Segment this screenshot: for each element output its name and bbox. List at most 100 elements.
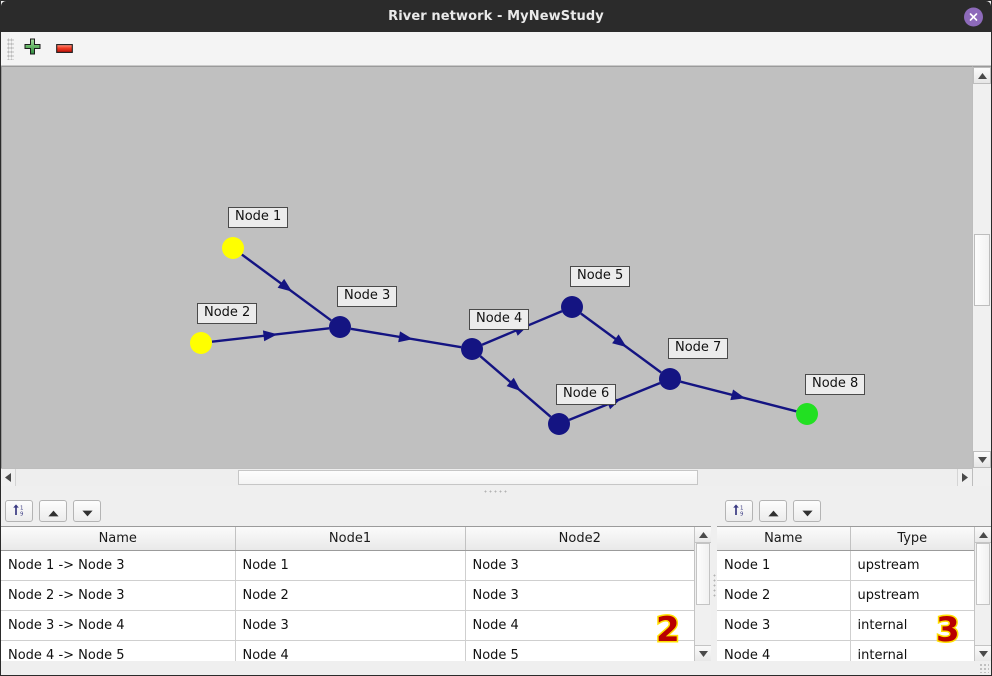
reaches-sort-button[interactable]: 1 9 [5, 500, 33, 522]
nodes-cell[interactable]: upstream [850, 550, 974, 581]
nodes-cell[interactable]: internal [850, 610, 974, 641]
graph-node-n8[interactable] [796, 403, 818, 425]
graph-node-label-n1[interactable]: Node 1 [228, 207, 289, 228]
delete-node-button[interactable] [51, 36, 77, 62]
reaches-column-header[interactable]: Name [1, 527, 236, 551]
graph-vscroll-track[interactable] [973, 84, 991, 451]
graph-node-label-n6[interactable]: Node 6 [556, 384, 617, 405]
graph-node-n6[interactable] [548, 413, 570, 435]
reaches-cell[interactable]: Node 2 -> Node 3 [1, 580, 236, 611]
reaches-vscroll-thumb[interactable] [696, 543, 710, 605]
reaches-cell[interactable]: Node 4 [235, 640, 466, 661]
reaches-vertical-scrollbar[interactable] [694, 527, 711, 661]
add-node-button[interactable] [19, 36, 45, 62]
reaches-column-header[interactable]: Node2 [465, 527, 694, 551]
edge-direction-arrow-icon [398, 331, 413, 343]
reaches-scroll-up-icon[interactable] [695, 527, 711, 543]
reaches-cell[interactable]: Node 4 [465, 610, 694, 641]
sort-ascending-icon: 1 9 [732, 502, 746, 521]
nodes-column-header[interactable]: Type [850, 527, 974, 551]
graph-node-label-n8[interactable]: Node 8 [805, 374, 866, 395]
graph-vertical-scrollbar[interactable] [972, 66, 991, 468]
nodes-move-down-button[interactable] [793, 500, 821, 522]
scroll-left-icon[interactable] [1, 469, 16, 486]
scroll-right-icon[interactable] [957, 469, 972, 486]
nodes-move-up-button[interactable] [759, 500, 787, 522]
nodes-cell[interactable]: Node 3 [717, 610, 851, 641]
nodes-pane: 1 9 [717, 496, 991, 675]
graph-node-n3[interactable] [329, 316, 351, 338]
window-title: River network - MyNewStudy [388, 9, 604, 24]
graph-node-label-n2[interactable]: Node 2 [197, 303, 258, 324]
graph-node-n4[interactable] [461, 338, 483, 360]
reaches-column-header[interactable]: Node1 [235, 527, 466, 551]
reaches-move-down-button[interactable] [73, 500, 101, 522]
reaches-cell[interactable]: Node 3 [235, 610, 466, 641]
graph-node-n7[interactable] [659, 368, 681, 390]
move-up-icon [47, 502, 59, 521]
graph-node-label-n5[interactable]: Node 5 [570, 266, 631, 287]
reaches-scroll-down-icon[interactable] [695, 645, 711, 661]
graph-vscroll-thumb[interactable] [974, 234, 990, 306]
graph-node-n5[interactable] [561, 296, 583, 318]
nodes-cell[interactable]: Node 4 [717, 640, 851, 661]
nodes-vscroll-thumb[interactable] [976, 543, 990, 605]
nodes-toolbar: 1 9 [717, 496, 991, 526]
graph-node-label-n4[interactable]: Node 4 [469, 309, 530, 330]
nodes-vertical-scrollbar[interactable] [974, 527, 991, 661]
scroll-down-icon[interactable] [973, 451, 991, 468]
nodes-cell[interactable]: internal [850, 640, 974, 661]
toolbar-drag-handle[interactable] [7, 37, 14, 60]
vertical-splitter[interactable] [711, 496, 717, 675]
edge-direction-arrow-icon [612, 334, 627, 348]
reaches-vscroll-track[interactable] [695, 543, 711, 645]
reaches-cell[interactable]: Node 3 [465, 550, 694, 581]
graph-hscroll-track[interactable] [16, 469, 957, 486]
annotation-marker-2: 2 [655, 610, 682, 650]
reaches-cell[interactable]: Node 5 [465, 640, 694, 661]
nodes-cell[interactable]: upstream [850, 580, 974, 611]
vsplitter-grip [712, 572, 716, 599]
nodes-cell[interactable]: Node 2 [717, 580, 851, 611]
reaches-pane-footer [1, 661, 711, 675]
close-icon[interactable] [964, 7, 983, 26]
nodes-sort-button[interactable]: 1 9 [725, 500, 753, 522]
nodes-scroll-up-icon[interactable] [975, 527, 991, 543]
nodes-scroll-down-icon[interactable] [975, 645, 991, 661]
reaches-cell[interactable]: Node 3 [465, 580, 694, 611]
reaches-cell[interactable]: Node 4 -> Node 5 [1, 640, 236, 661]
graph-horizontal-scrollbar[interactable] [1, 468, 972, 486]
nodes-vscroll-track[interactable] [975, 543, 991, 645]
graph-node-n2[interactable] [190, 332, 212, 354]
river-network-canvas[interactable]: Node 1 Node 2 Node 3 Node 4 Node 5 Node 6 Node… [1, 66, 972, 468]
graph-node-label-n3[interactable]: Node 3 [337, 286, 398, 307]
nodes-column-header[interactable]: Name [717, 527, 851, 551]
horizontal-splitter[interactable] [1, 486, 991, 496]
window-resize-grip[interactable] [979, 663, 989, 673]
reaches-cell[interactable]: Node 3 -> Node 4 [1, 610, 236, 641]
reaches-cell[interactable]: Node 1 -> Node 3 [1, 550, 236, 581]
reaches-cell[interactable]: Node 1 [235, 550, 466, 581]
graph-node-label-n7[interactable]: Node 7 [668, 338, 729, 359]
reaches-toolbar: 1 9 [1, 496, 711, 526]
nodes-cell[interactable]: Node 1 [717, 550, 851, 581]
graph-node-n1[interactable] [222, 237, 244, 259]
graph-hscroll-thumb[interactable] [238, 470, 698, 485]
reaches-cell[interactable]: Node 2 [235, 580, 466, 611]
sort-ascending-icon: 1 9 [12, 502, 26, 521]
scroll-up-icon[interactable] [973, 67, 991, 84]
reaches-move-up-button[interactable] [39, 500, 67, 522]
